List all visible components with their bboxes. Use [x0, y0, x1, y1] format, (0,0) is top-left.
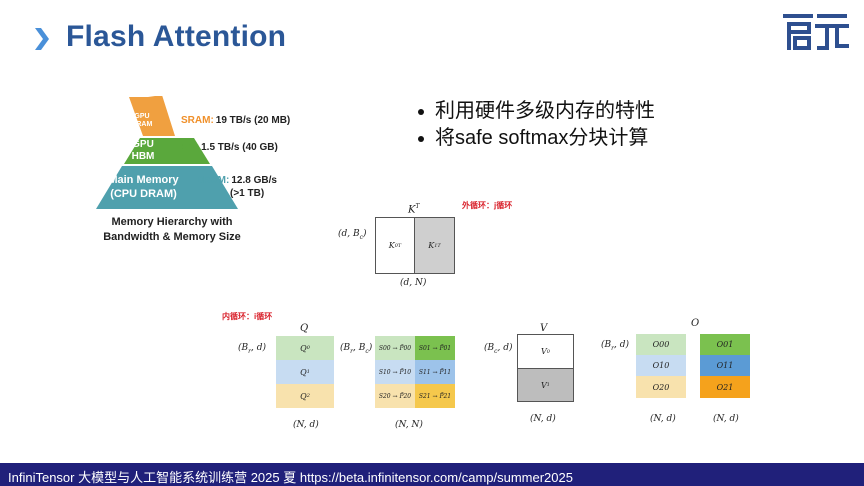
- o-block-01: O01: [700, 334, 750, 355]
- s-block-10: S10 → P̃10: [375, 360, 415, 384]
- o-block-20: O20: [636, 376, 686, 398]
- v-dim-bottom: (N, d): [530, 414, 556, 424]
- pyramid-label-dram: Main Memory(CPU DRAM): [108, 174, 179, 200]
- s-block-00: S00 → P̃00: [375, 336, 415, 360]
- o-dim-bottom-left: (N, d): [650, 414, 676, 424]
- bullet-dot: [418, 135, 424, 142]
- bandwidth-dram-size: (>1 TB): [230, 188, 265, 199]
- o-dim-left: (Br, d): [601, 340, 629, 352]
- q-title: Q: [300, 323, 309, 334]
- kt-dim-left: (d, Bc): [338, 229, 367, 241]
- bullet-dot: [418, 108, 424, 115]
- q-dim-left: (Br, d): [238, 343, 266, 355]
- bullet-item: 利用硬件多级内存的特性: [418, 98, 655, 125]
- footer-bar: InfiniTensor 大模型与人工智能系统训练营 2025 夏 https:…: [0, 463, 864, 486]
- s-block-20: S20 → P̃20: [375, 384, 415, 408]
- o-block-00: O00: [636, 334, 686, 355]
- q-dim-bottom: (N, d): [293, 420, 319, 430]
- s-block-01: S01 → P̃01: [415, 336, 455, 360]
- pyramid-level-dram: [96, 166, 238, 209]
- s-dim-left: (Br, Bc): [340, 343, 373, 355]
- o-block-21: O21: [700, 376, 750, 398]
- o-dim-bottom-right: (N, d): [713, 414, 739, 424]
- s-block-21: S21 → P̃21: [415, 384, 455, 408]
- outer-loop-label: 外循环：j循环: [462, 201, 513, 210]
- bandwidth-hbm: HBM:1.5 TB/s (40 GB): [173, 142, 278, 153]
- o-block-11: O11: [700, 355, 750, 376]
- inner-loop-label: 内循环：i循环: [222, 312, 273, 321]
- v-dim-left: (Bc, d): [484, 343, 513, 355]
- bullet-item: 将safe softmax分块计算: [418, 125, 655, 152]
- v-title: V: [540, 323, 548, 334]
- bandwidth-dram: DRAM:12.8 GB/s: [196, 175, 277, 186]
- pyramid-level-hbm: [124, 138, 210, 164]
- pyramid-caption: Memory Hierarchy with Bandwidth & Memory…: [103, 216, 241, 243]
- o-block-10: O10: [636, 355, 686, 376]
- brand-logo: [783, 14, 849, 50]
- s-dim-bottom: (N, N): [395, 420, 423, 430]
- slide-title: Flash Attention: [66, 20, 287, 53]
- s-block-11: S11 → P̃11: [415, 360, 455, 384]
- pyramid-level-sram: [129, 96, 175, 136]
- bullet-list: 利用硬件多级内存的特性 将safe softmax分块计算: [418, 98, 655, 152]
- o-title: O: [691, 318, 700, 329]
- kt-dim-bottom: (d, N): [400, 278, 427, 288]
- kt-title: KT: [408, 203, 420, 216]
- bandwidth-sram: SRAM:19 TB/s (20 MB): [181, 115, 291, 126]
- footer-text: InfiniTensor 大模型与人工智能系统训练营 2025 夏 https:…: [8, 470, 573, 485]
- chevron-right-icon: [35, 28, 49, 50]
- memory-pyramid: [96, 96, 238, 209]
